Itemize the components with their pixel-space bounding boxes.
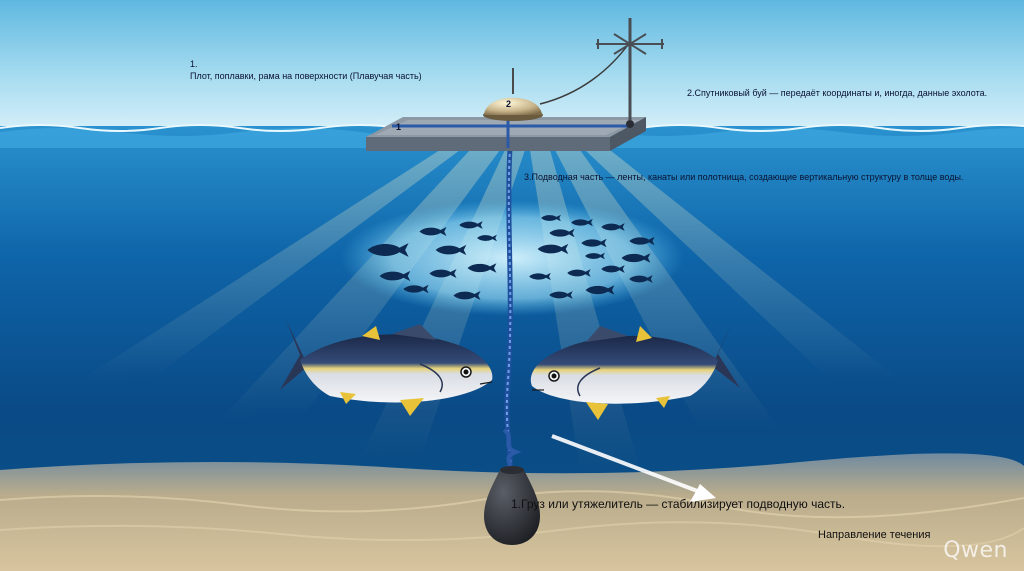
tuna-right	[530, 318, 740, 420]
buoy-label: 2.Спутниковый буй — передаёт координаты …	[687, 88, 988, 98]
underwater-part-label: 3.Подводная часть — ленты, канаты или по…	[524, 172, 964, 182]
satellite-buoy	[483, 41, 631, 121]
raft-marker: 1	[396, 122, 401, 132]
weight	[484, 466, 540, 545]
weight-label: 1.Груз или утяжелитель — стабилизирует п…	[511, 497, 846, 511]
raft-label-text: Плот, поплавки, рама на поверхности (Пла…	[190, 71, 422, 81]
antenna-mast	[596, 18, 664, 128]
tuna-left	[280, 320, 493, 416]
buoy-marker: 2	[506, 99, 511, 109]
raft-label-number: 1.	[190, 59, 198, 69]
raft	[366, 117, 646, 151]
raft-label: 1. Плот, поплавки, рама на поверхности (…	[190, 58, 422, 82]
current-direction-label: Направление течения	[818, 529, 931, 541]
watermark-logo: Qwen	[943, 538, 1008, 563]
current-arrow	[551, 434, 716, 502]
